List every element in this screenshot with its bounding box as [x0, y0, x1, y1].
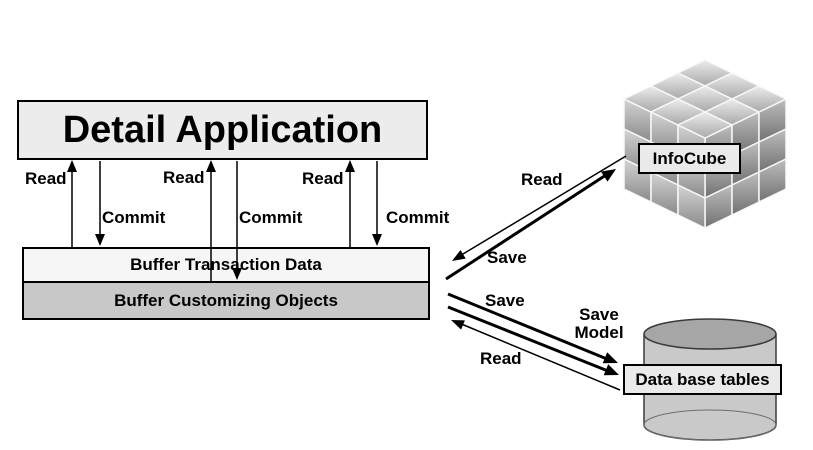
commit-label-3: Commit — [386, 208, 450, 227]
infocube-read-arrowhead — [452, 250, 466, 261]
infocube-save-arrowhead — [601, 169, 616, 182]
infocube-label: InfoCube — [652, 148, 727, 168]
database-label-box: Data base tables — [623, 364, 782, 395]
infocube-label-box: InfoCube — [638, 143, 741, 174]
read-label-1: Read — [25, 169, 67, 188]
read-label-3: Read — [302, 169, 344, 188]
database-read-arrowhead — [451, 320, 465, 330]
database-label: Data base tables — [635, 369, 770, 389]
database-save-arrowhead — [602, 352, 618, 364]
commit-label-1: Commit — [102, 208, 166, 227]
buffer-customizing-row: Buffer Customizing Objects — [24, 283, 428, 318]
read-arrowhead-2 — [206, 160, 216, 172]
database-save-model-arrowhead — [603, 364, 619, 376]
detail-application-title: Detail Application — [62, 108, 383, 151]
commit-arrowhead-3 — [372, 234, 382, 246]
infocube-read-label: Read — [521, 170, 563, 189]
infocube-save-label: Save — [487, 248, 527, 267]
buffer-customizing-label: Buffer Customizing Objects — [114, 290, 338, 310]
buffer-transaction-row: Buffer Transaction Data — [24, 249, 428, 283]
detail-application-box: Detail Application — [17, 100, 428, 160]
commit-arrowhead-1 — [95, 234, 105, 246]
buffer-box: Buffer Transaction Data Buffer Customizi… — [22, 247, 430, 320]
database-save-model-label: Save Model — [574, 305, 624, 342]
read-arrowhead-3 — [345, 160, 355, 172]
database-read-label: Read — [480, 349, 522, 368]
buffer-transaction-label: Buffer Transaction Data — [130, 255, 322, 274]
database-save-label: Save — [485, 291, 525, 310]
read-arrowhead-1 — [67, 160, 77, 172]
commit-label-2: Commit — [239, 208, 303, 227]
read-label-2: Read — [163, 168, 205, 187]
